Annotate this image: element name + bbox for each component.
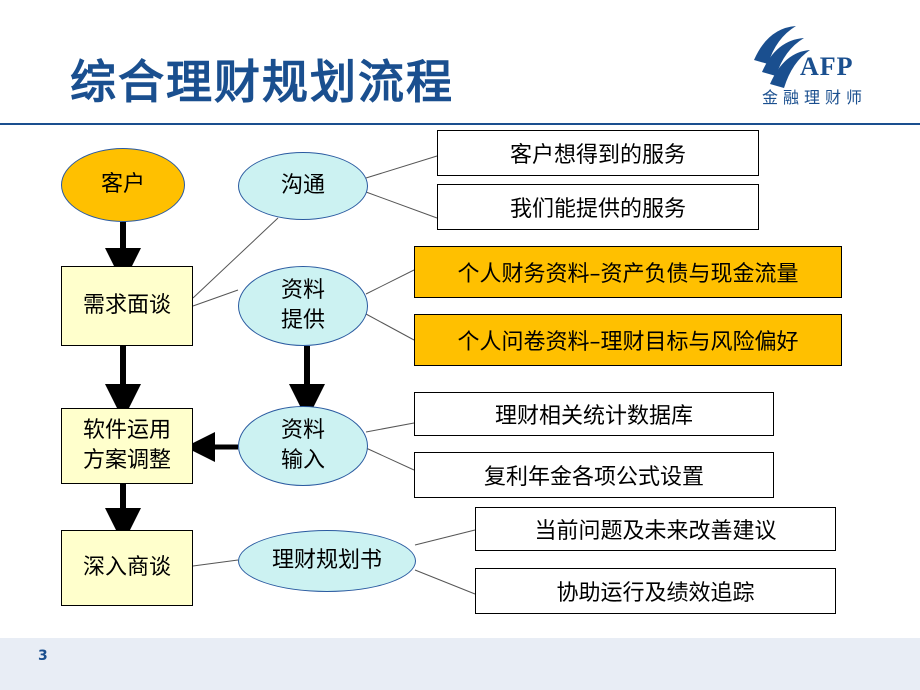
- deep-discussion-box: 深入商谈: [61, 530, 193, 606]
- logo-brand: AFP: [800, 52, 854, 81]
- customer-node: 客户: [61, 148, 185, 222]
- item-questionnaire: 个人问卷资料–理财目标与风险偏好: [414, 314, 842, 366]
- logo-subtitle: 金融理财师: [762, 88, 868, 107]
- data-provide-node: 资料 提供: [238, 266, 368, 346]
- item-stats-db: 理财相关统计数据库: [414, 392, 774, 436]
- item-formula-setup: 复利年金各项公式设置: [414, 452, 774, 498]
- item-personal-finance: 个人财务资料–资产负债与现金流量: [414, 246, 842, 298]
- plan-book-node: 理财规划书: [238, 530, 416, 592]
- title-divider: [0, 123, 920, 125]
- needs-interview-box: 需求面谈: [61, 266, 193, 346]
- communicate-node: 沟通: [238, 152, 368, 220]
- afp-logo-icon: [754, 26, 810, 88]
- page-number: 3: [38, 648, 48, 664]
- item-we-provide: 我们能提供的服务: [437, 184, 759, 230]
- item-customer-wants: 客户想得到的服务: [437, 130, 759, 176]
- data-input-node: 资料 输入: [238, 406, 368, 486]
- footer-band: [0, 638, 920, 690]
- software-plan-box: 软件运用 方案调整: [61, 408, 193, 484]
- page-title: 综合理财规划流程: [70, 55, 454, 109]
- item-current-issues: 当前问题及未来改善建议: [475, 507, 836, 551]
- item-assist-tracking: 协助运行及绩效追踪: [475, 568, 836, 614]
